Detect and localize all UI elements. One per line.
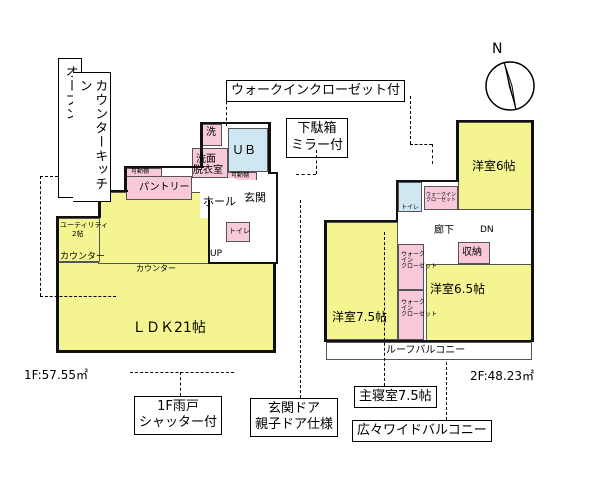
closet-small — [424, 186, 458, 210]
washroom — [192, 148, 228, 178]
floor1-area: 1F:57.55㎡ — [24, 368, 89, 382]
up-label: UP — [210, 249, 223, 259]
washroom-label: 洗面 — [196, 154, 216, 165]
leader-line — [432, 144, 433, 164]
entrance — [236, 180, 276, 220]
ldk-room — [58, 262, 274, 352]
bathroom — [228, 128, 268, 172]
laundry-label: 洗 — [206, 127, 216, 138]
leader-line — [40, 296, 116, 297]
closet-b — [398, 290, 424, 340]
shelf-label-2: 可動棚 — [231, 172, 250, 179]
utility-size-label: 2帖 — [72, 230, 84, 238]
counter-label-1: カウンター — [60, 252, 106, 262]
western6-label: 洋室6帖 — [472, 159, 516, 173]
leader-line — [40, 176, 58, 177]
closet-b-label: ウォーク イン クローゼット — [401, 299, 438, 318]
entrance-label: 玄関 — [244, 191, 266, 204]
floor2-area: 2F:48.23㎡ — [470, 369, 535, 383]
leader-line — [410, 96, 411, 144]
toilet-1f — [226, 222, 250, 242]
leader-line — [446, 362, 447, 420]
leader-line — [226, 96, 227, 126]
western-room-65 — [426, 264, 532, 342]
leader-line — [410, 144, 432, 145]
shutter-callout: 1F雨戸 シャッター付 — [134, 396, 223, 435]
compass-icon — [485, 61, 535, 111]
roof-balcony — [326, 342, 532, 360]
storage-label: 収納 — [462, 247, 482, 258]
leader-line — [180, 372, 181, 396]
leader-line — [296, 174, 316, 175]
shelf-label-1: 可動棚 — [131, 168, 150, 175]
entrance-door-callout: 玄関ドア 親子ドア仕様 — [250, 398, 339, 437]
leader-line — [384, 232, 385, 386]
western65-label: 洋室6.5帖 — [430, 282, 486, 296]
roof-balcony-label: ルーフバルコニー — [386, 345, 466, 356]
shoe-cabinet-callout: 下駄箱 ミラー付 — [286, 118, 349, 158]
walk-in-closet-callout: ウォークインクローゼット付 — [226, 80, 406, 103]
closet-small-label: ウォークイン クローゼット — [426, 192, 457, 203]
leader-line — [316, 150, 317, 174]
master-bedroom-callout: 主寝室7.5帖 — [354, 386, 437, 409]
toilet-1f-label: トイレ — [229, 227, 250, 235]
wide-balcony-callout: 広々ワイドバルコニー — [352, 420, 492, 443]
hall — [200, 178, 236, 218]
leader-line — [300, 200, 301, 398]
compass-north-label: N — [492, 41, 503, 57]
counter-kitchen-callout: カウンターキッチン — [73, 72, 112, 202]
pantry-label: パントリー — [139, 182, 190, 193]
corridor-label: 廊下 — [434, 225, 454, 236]
leader-line — [40, 176, 41, 296]
storage-2f — [458, 242, 490, 264]
closet-a-label: ウォーク イン クローゼット — [401, 251, 438, 270]
bath-label: ＵＢ — [232, 143, 257, 157]
closet-a — [398, 244, 424, 290]
toilet-2f — [398, 182, 422, 212]
dn-label: DN — [480, 225, 494, 235]
western-room-6 — [458, 122, 532, 210]
leader-line — [130, 372, 234, 373]
hall-label: ホール — [203, 195, 236, 208]
western75-label: 洋室7.5帖 — [332, 310, 388, 324]
counter-label-2: カウンター — [136, 264, 176, 273]
ldk-label: ＬＤＫ21帖 — [132, 320, 206, 336]
toilet-2f-label: トイレ — [401, 204, 420, 211]
dressing-label: 脱衣室 — [193, 165, 223, 176]
utility-label: ユーティリティ — [60, 221, 109, 229]
kitchen-area — [98, 192, 210, 264]
compass: N — [478, 42, 538, 112]
